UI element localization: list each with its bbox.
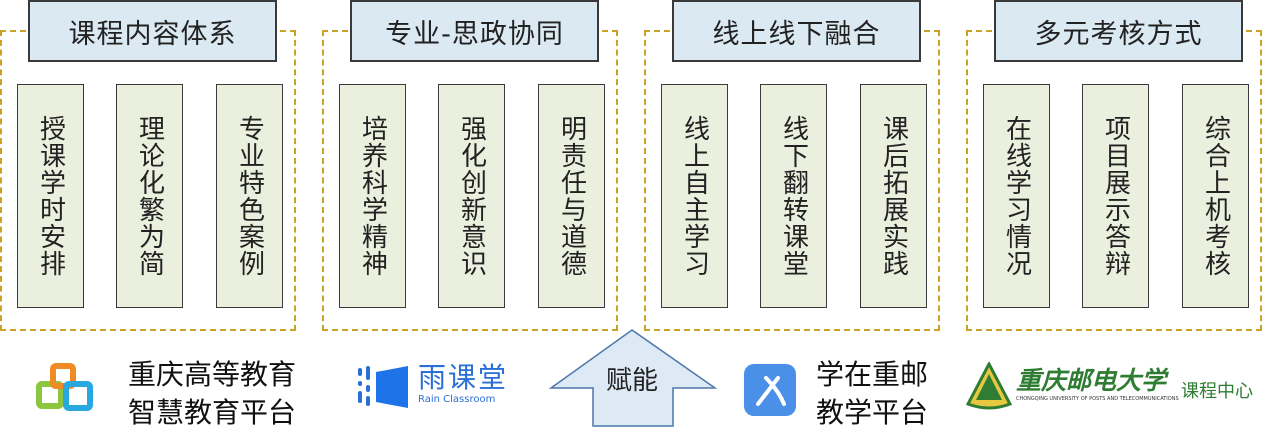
group-title: 课程内容体系: [28, 0, 277, 62]
xz-line2: 教学平台: [816, 396, 929, 429]
cq-line2: 智慧教育平台: [128, 396, 297, 429]
xuezai-app-icon: [744, 364, 796, 416]
xz-line1: 学在重邮: [816, 358, 929, 391]
cqupt-name: 重庆邮电大学: [1016, 366, 1167, 395]
group-4: 多元考核方式在线学习情况项目展示答辩综合上机考核: [966, 0, 1264, 334]
cqupt-sub: CHONGQING UNIVERSITY OF POSTS AND TELECO…: [1016, 396, 1179, 402]
rain-classroom-brand: 雨课堂 Rain Classroom: [418, 361, 509, 406]
group-item: 专业特色案例: [216, 84, 283, 308]
cq-smart-education-logo-icon: [36, 363, 93, 411]
group-item: 明责任与道德: [538, 84, 605, 308]
cq-line1: 重庆高等教育: [128, 358, 297, 391]
arrow-label: 赋能: [605, 366, 658, 396]
group-item: 培养科学精神: [339, 84, 406, 308]
group-item: 综合上机考核: [1182, 84, 1249, 308]
rain-classroom-logo-icon: [358, 366, 408, 408]
group-title: 多元考核方式: [994, 0, 1243, 62]
cqupt-wordmark: 重庆邮电大学 CHONGQING UNIVERSITY OF POSTS AND…: [1016, 366, 1179, 402]
empower-arrow: [548, 329, 718, 427]
course-center-label: 课程中心: [1181, 381, 1253, 402]
group-item: 线上自主学习: [661, 84, 728, 308]
rain-classroom-name: 雨课堂: [418, 361, 509, 394]
group-item: 项目展示答辩: [1082, 84, 1149, 308]
group-title: 线上线下融合: [672, 0, 921, 62]
group-3: 线上线下融合线上自主学习线下翻转课堂课后拓展实践: [644, 0, 942, 334]
group-item: 课后拓展实践: [860, 84, 927, 308]
rain-classroom-sub: Rain Classroom: [418, 394, 496, 405]
group-item: 理论化繁为简: [116, 84, 183, 308]
xuezai-platform-name: 学在重邮 教学平台: [816, 356, 928, 432]
group-item: 线下翻转课堂: [760, 84, 827, 308]
group-1: 课程内容体系授课学时安排理论化繁为简专业特色案例: [0, 0, 298, 334]
cq-platform-name: 重庆高等教育 智慧教育平台: [128, 356, 296, 432]
group-title: 专业-思政协同: [350, 0, 599, 62]
group-item: 在线学习情况: [983, 84, 1050, 308]
group-item: 强化创新意识: [438, 84, 505, 308]
group-item: 授课学时安排: [17, 84, 84, 308]
cqupt-emblem-icon: [966, 362, 1012, 410]
group-2: 专业-思政协同培养科学精神强化创新意识明责任与道德: [322, 0, 620, 334]
